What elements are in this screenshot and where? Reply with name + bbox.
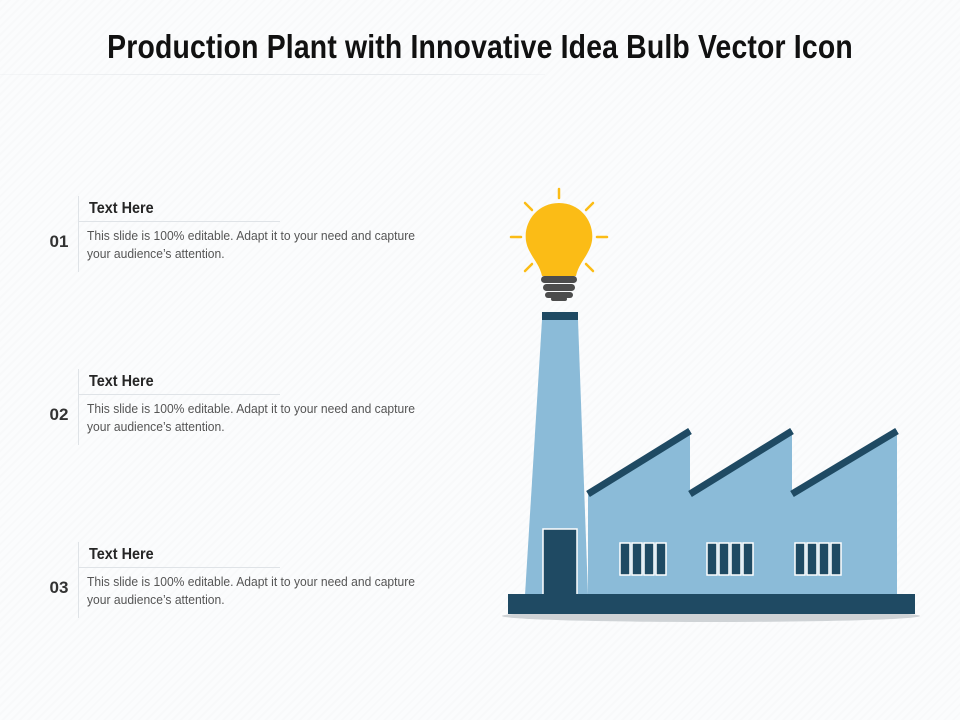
lightbulb-icon (509, 187, 609, 301)
page-title: Production Plant with Innovative Idea Bu… (107, 28, 853, 65)
title-divider (0, 74, 545, 75)
chimney (525, 320, 588, 595)
item-vertical-divider (78, 196, 79, 272)
item-horizontal-divider (78, 221, 280, 222)
item-number: 02 (49, 405, 69, 424)
factory-door (542, 528, 578, 596)
item-heading: Text Here (89, 373, 154, 390)
factory-icon (508, 312, 915, 614)
item-heading: Text Here (89, 546, 154, 563)
window-group-1 (619, 542, 667, 576)
item-vertical-divider (78, 542, 79, 618)
item-horizontal-divider (78, 567, 280, 568)
factory-illustration (502, 187, 920, 622)
item-vertical-divider (78, 369, 79, 445)
chimney-cap (542, 312, 578, 320)
item-description: This slide is 100% editable. Adapt it to… (87, 228, 415, 261)
bulb-glass (525, 203, 593, 276)
item-number: 03 (49, 578, 69, 597)
item-description: This slide is 100% editable. Adapt it to… (87, 574, 415, 607)
window-group-3 (794, 542, 842, 576)
item-number: 01 (49, 232, 69, 251)
factory-base (508, 594, 915, 614)
bulb-base (541, 276, 577, 301)
window-group-2 (706, 542, 754, 576)
list-item-02: 02 Text Here This slide is 100% editable… (40, 369, 460, 449)
item-horizontal-divider (78, 394, 280, 395)
list-item-01: 01 Text Here This slide is 100% editable… (40, 196, 460, 276)
light-rays-icon (509, 187, 609, 273)
item-description: This slide is 100% editable. Adapt it to… (87, 401, 415, 434)
sawtooth-roof (586, 427, 899, 498)
item-heading: Text Here (89, 200, 154, 217)
list-item-03: 03 Text Here This slide is 100% editable… (40, 542, 460, 622)
